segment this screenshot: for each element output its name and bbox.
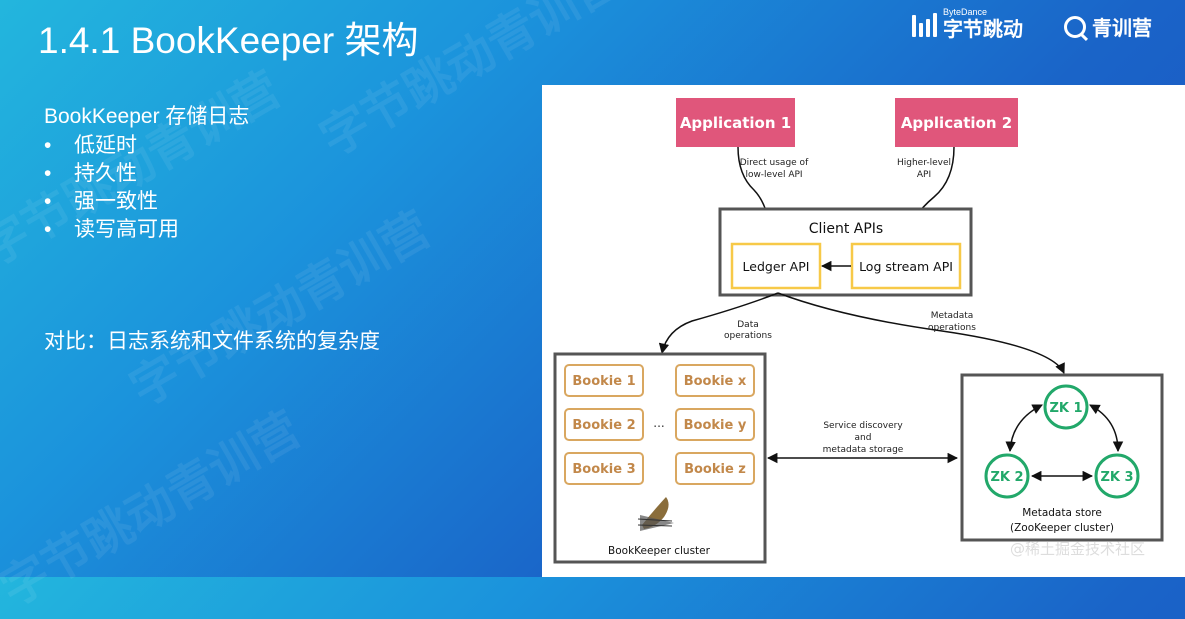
arrow-metadata-operations — [777, 292, 1065, 374]
bytedance-name: 字节跳动 — [943, 17, 1023, 41]
bookie-label: Bookie 1 — [572, 374, 635, 389]
content-heading: BookKeeper 存储日志 — [44, 105, 250, 128]
service-discovery-label: and — [855, 433, 872, 443]
bookie-x: Bookie x — [675, 364, 755, 397]
application-1-label: Application 1 — [680, 114, 791, 132]
bookie-ellipsis: ... — [653, 416, 664, 430]
application-1-box — [676, 98, 795, 147]
content-block: BookKeeper 存储日志 低延时 持久性 强一致性 读写高可用 — [44, 100, 249, 244]
service-discovery-label: Service discovery — [823, 421, 903, 431]
metadata-store-label: (ZooKeeper cluster) — [1010, 522, 1114, 534]
bullet-item: 强一致性 — [44, 188, 249, 216]
app2-note: API — [917, 170, 931, 180]
bookkeeper-architecture-diagram: Application 1 Application 2 Direct usage… — [542, 85, 1185, 577]
log-stream-api-box — [850, 242, 962, 290]
arrow-zk1-zk3 — [1089, 404, 1124, 453]
zk-label: ZK 3 — [1100, 470, 1133, 485]
bookie-label: Bookie 2 — [572, 418, 635, 433]
feather-icon — [637, 497, 674, 531]
zk-1-node: ZK 1 — [1043, 384, 1089, 430]
ledger-api-box — [730, 242, 822, 290]
bookie-label: Bookie y — [684, 418, 747, 433]
application-2-box — [895, 98, 1018, 147]
bookie-y: Bookie y — [675, 408, 755, 441]
camp-brand: 青训营 — [1064, 12, 1152, 41]
arrow-data-operations — [658, 292, 779, 355]
bookie-label: Bookie x — [684, 374, 747, 389]
bookie-label: Bookie 3 — [572, 462, 635, 477]
data-operations-label: operations — [724, 331, 772, 341]
app1-note: low-level API — [745, 170, 802, 180]
bullet-item: 持久性 — [44, 160, 249, 188]
bookie-1: Bookie 1 — [564, 364, 644, 397]
service-discovery-label: metadata storage — [823, 445, 904, 455]
source-watermark: @稀土掘金技术社区 — [1010, 540, 1146, 558]
ledger-api-label: Ledger API — [743, 259, 810, 274]
bytedance-brand: ByteDance 字节跳动 — [912, 8, 1023, 39]
bookie-3: Bookie 3 — [564, 452, 644, 485]
bullet-item: 读写高可用 — [44, 216, 249, 244]
data-operations-label: Data — [737, 320, 759, 330]
qingxunying-logo-icon — [1064, 15, 1086, 38]
bullet-item: 低延时 — [44, 132, 249, 160]
camp-name: 青训营 — [1092, 16, 1152, 40]
application-2-label: Application 2 — [901, 114, 1012, 132]
slide-title: 1.4.1 BookKeeper 架构 — [38, 20, 419, 61]
comparison-text: 对比：日志系统和文件系统的复杂度 — [44, 330, 380, 353]
metadata-operations-label: Metadata — [931, 311, 974, 321]
metadata-store-label: Metadata store — [1022, 507, 1102, 519]
bytedance-logo-icon — [912, 11, 937, 37]
app2-note: Higher-level — [897, 158, 951, 168]
zk-label: ZK 1 — [1049, 401, 1082, 416]
zk-label: ZK 2 — [990, 470, 1023, 485]
zk-2-node: ZK 2 — [984, 453, 1030, 499]
arrow-zk1-zk2 — [1005, 404, 1043, 453]
diagram-svg: Application 1 Application 2 Direct usage… — [553, 98, 1164, 564]
client-apis-label: Client APIs — [809, 221, 883, 237]
zk-3-node: ZK 3 — [1094, 453, 1140, 499]
metadata-operations-label: operations — [928, 323, 976, 333]
bullet-list: 低延时 持久性 强一致性 读写高可用 — [44, 132, 249, 244]
log-stream-api-label: Log stream API — [859, 259, 953, 274]
bookie-z: Bookie z — [675, 452, 755, 485]
bytedance-small-label: ByteDance — [943, 7, 988, 17]
bookie-label: Bookie z — [684, 462, 746, 477]
watermark: 字节跳动青训营 — [0, 401, 311, 618]
bookkeeper-cluster-label: BookKeeper cluster — [608, 545, 711, 557]
app1-note: Direct usage of — [740, 158, 809, 168]
bookie-2: Bookie 2 — [564, 408, 644, 441]
